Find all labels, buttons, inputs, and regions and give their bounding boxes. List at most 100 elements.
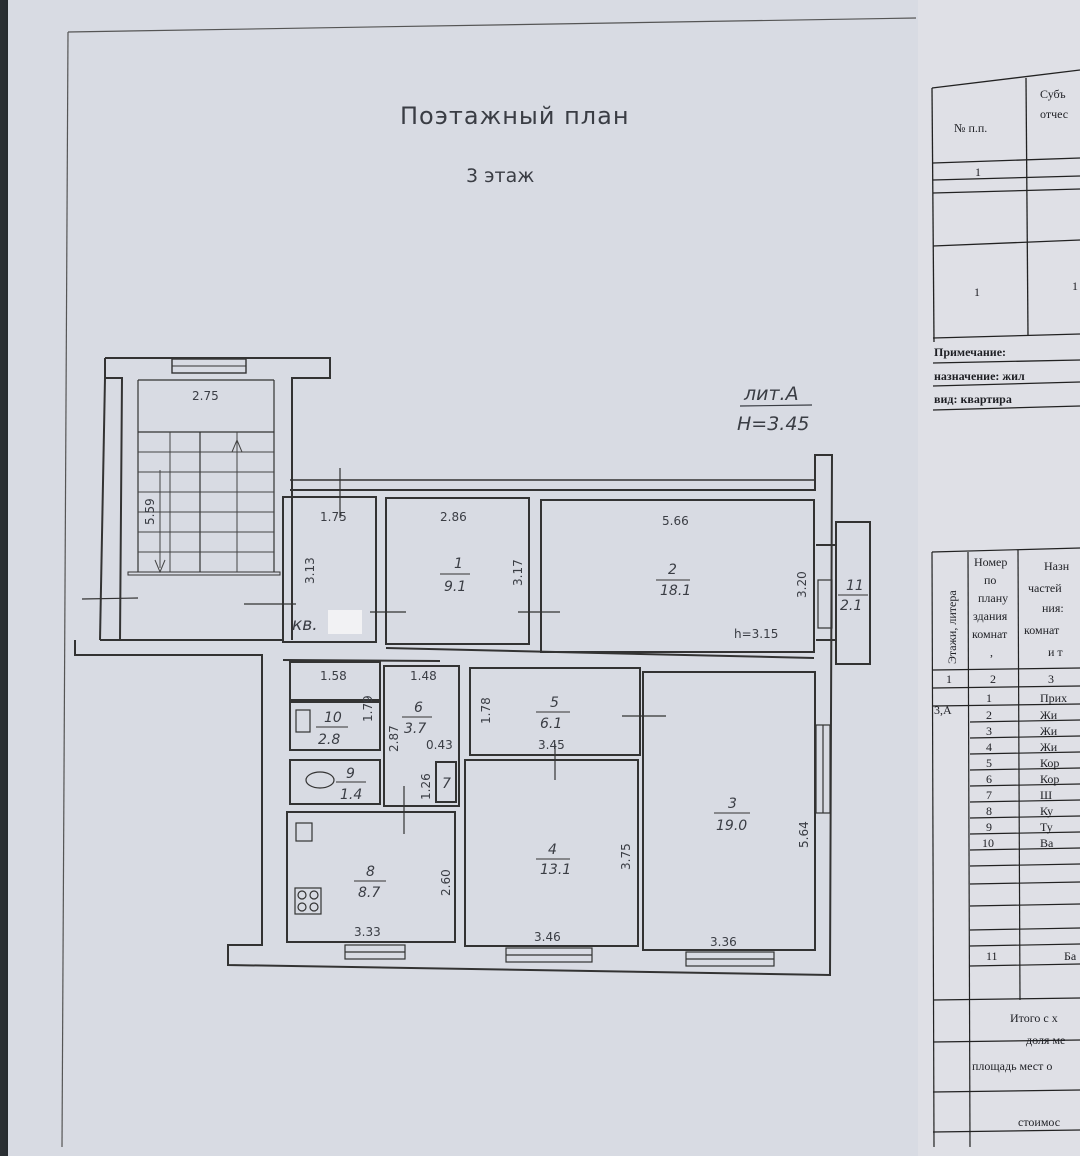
svg-text:3: 3	[728, 796, 737, 812]
svg-text:комнат: комнат	[1024, 623, 1060, 637]
dim-room5-width: 3.45	[538, 738, 565, 752]
total-line-2: доля ме	[1026, 1033, 1065, 1047]
room-10: 10 2.8	[316, 710, 348, 748]
col-subject-header-2: отчес	[1040, 107, 1068, 121]
svg-text:10: 10	[324, 710, 342, 726]
floor-litera-vertical: Этажи, литера	[945, 590, 959, 664]
dim-corridor-width: 1.48	[410, 669, 437, 683]
svg-text:7: 7	[442, 776, 451, 792]
room-7: 7	[442, 776, 451, 792]
svg-text:комнат: комнат	[972, 627, 1008, 641]
svg-text:6: 6	[414, 700, 423, 716]
dim-hall-width: 1.75	[320, 510, 347, 524]
room-6: 6 3.7	[402, 700, 432, 737]
dim-room3-height: 5.64	[797, 821, 811, 848]
svg-text:8: 8	[366, 864, 375, 880]
row-11-number: 11	[986, 949, 998, 963]
dim-room2-width: 5.66	[662, 514, 689, 528]
dim-room1-width: 2.86	[440, 510, 467, 524]
total-line-1: Итого с х	[1010, 1011, 1058, 1025]
svg-text:9: 9	[346, 766, 355, 782]
svg-text:Жи: Жи	[1040, 740, 1058, 754]
dim-room2-height: 3.20	[795, 571, 809, 598]
svg-text:ния:: ния:	[1042, 601, 1064, 615]
svg-text:Ва: Ва	[1040, 836, 1054, 850]
plan-title: Поэтажный план	[400, 102, 630, 130]
total-line-3: площадь мест о	[972, 1059, 1052, 1073]
name-header: Назн частей ния: комнат и т	[1024, 559, 1070, 659]
redaction-patch	[328, 610, 362, 634]
room-height-note: h=3.15	[734, 627, 778, 641]
dim-stair-length: 5.59	[143, 498, 157, 525]
col-subject-header-1: Субъ	[1040, 87, 1066, 101]
svg-text:Ку: Ку	[1040, 804, 1053, 818]
col-idx-3: 3	[1048, 672, 1054, 686]
building-height: Н=3.45	[737, 413, 810, 435]
svg-text:по: по	[984, 573, 996, 587]
room-5: 5 6.1	[536, 695, 570, 732]
svg-text:3.7: 3.7	[404, 721, 426, 737]
svg-text:Назн: Назн	[1044, 559, 1070, 573]
floor-label: 3 этаж	[466, 165, 534, 187]
room-9: 9 1.4	[336, 766, 366, 803]
room-4: 4 13.1	[536, 842, 571, 878]
dim-hall-height: 3.13	[303, 557, 317, 584]
type-label: вид: квартира	[934, 392, 1012, 406]
svg-text:Ш: Ш	[1040, 788, 1052, 802]
svg-text:Кор: Кор	[1040, 772, 1059, 786]
room-1: 1 9.1	[440, 556, 470, 595]
svg-text:частей: частей	[1028, 581, 1062, 595]
row-value-1: 1	[974, 285, 980, 299]
svg-text:2: 2	[668, 562, 677, 578]
svg-text:Жи: Жи	[1040, 724, 1058, 738]
svg-text:1.4: 1.4	[340, 787, 362, 803]
svg-text:,: ,	[990, 645, 993, 659]
svg-text:Ту: Ту	[1040, 820, 1053, 834]
svg-text:Номер: Номер	[974, 555, 1007, 569]
svg-text:5: 5	[550, 695, 559, 711]
dim-store-height: 1.79	[361, 695, 375, 722]
number-header: Номер по плану здания комнат ,	[972, 555, 1008, 659]
dim-store-width: 1.58	[320, 669, 347, 683]
svg-text:Прих: Прих	[1040, 691, 1067, 705]
col-idx-1: 1	[946, 672, 952, 686]
dim-room1-height: 3.17	[511, 559, 525, 586]
svg-text:2.1: 2.1	[840, 598, 862, 614]
svg-text:9.1: 9.1	[444, 579, 466, 595]
purpose-label: назначение: жил	[934, 369, 1025, 383]
row-value-2: 1	[1072, 279, 1078, 293]
svg-text:11: 11	[846, 578, 864, 594]
svg-text:18.1: 18.1	[660, 583, 691, 599]
room-8: 8 8.7	[354, 864, 386, 901]
svg-text:и т: и т	[1048, 645, 1063, 659]
svg-text:9: 9	[986, 820, 992, 834]
svg-text:1: 1	[454, 556, 463, 572]
svg-text:3: 3	[986, 724, 992, 738]
svg-text:8.7: 8.7	[358, 885, 380, 901]
litera-label: лит.А	[743, 383, 799, 405]
svg-text:19.0: 19.0	[716, 818, 747, 834]
room-3: 3 19.0	[714, 796, 750, 834]
dim-room4-height: 3.75	[619, 843, 633, 870]
svg-text:2.8: 2.8	[318, 732, 340, 748]
dim-room3-width: 3.36	[710, 935, 737, 949]
svg-text:здания: здания	[973, 609, 1008, 623]
svg-text:6: 6	[986, 772, 992, 786]
dim-room8-height: 2.60	[439, 869, 453, 896]
svg-text:Жи: Жи	[1040, 708, 1058, 722]
floor-litera-value: 3,А	[934, 703, 952, 717]
total-line-4: стоимос	[1018, 1115, 1060, 1129]
svg-text:плану: плану	[978, 591, 1008, 605]
dim-corridor-small: 0.43	[426, 738, 453, 752]
row-index-1: 1	[975, 165, 981, 179]
svg-text:1: 1	[986, 691, 992, 705]
svg-text:5: 5	[986, 756, 992, 770]
row-11-name: Ба	[1064, 949, 1077, 963]
svg-text:4: 4	[548, 842, 557, 858]
svg-text:13.1: 13.1	[540, 862, 571, 878]
svg-text:10: 10	[982, 836, 994, 850]
col-idx-2: 2	[990, 672, 996, 686]
note-label: Примечание:	[934, 345, 1006, 359]
